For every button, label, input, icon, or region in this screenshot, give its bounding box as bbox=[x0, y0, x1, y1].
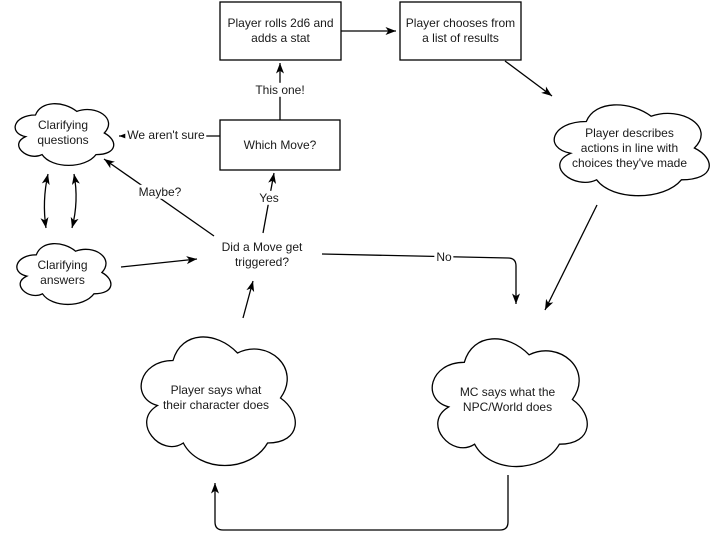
cloud-player-says bbox=[140, 336, 296, 466]
cloud-mc-says bbox=[431, 338, 588, 468]
cloud-clarifying-questions bbox=[14, 103, 115, 166]
edge-label-yes: Yes bbox=[257, 190, 281, 206]
cloud-player-describes bbox=[553, 104, 710, 197]
edge-label-no: No bbox=[434, 249, 454, 265]
edge-chooses-to-describes bbox=[504, 60, 553, 97]
edge-questions-answers-left bbox=[40, 173, 50, 229]
edge-answers-to-trigger bbox=[120, 256, 198, 268]
edge-mc-to-says-loop bbox=[211, 475, 509, 531]
box-player-chooses bbox=[399, 1, 522, 61]
edge-describes-to-mc bbox=[544, 204, 598, 311]
edge-trigger-to-mc-no bbox=[321, 253, 520, 304]
edge-questions-answers-right bbox=[70, 173, 80, 229]
edge-label-this-one: This one! bbox=[253, 82, 307, 98]
cloud-clarifying-answers bbox=[16, 243, 112, 305]
edge-label-we-arent-sure: We aren't sure bbox=[125, 127, 207, 143]
box-player-rolls bbox=[219, 1, 342, 61]
box-which-move bbox=[219, 119, 341, 171]
edge-label-maybe: Maybe? bbox=[136, 184, 184, 200]
edge-says-to-trigger bbox=[242, 280, 255, 319]
